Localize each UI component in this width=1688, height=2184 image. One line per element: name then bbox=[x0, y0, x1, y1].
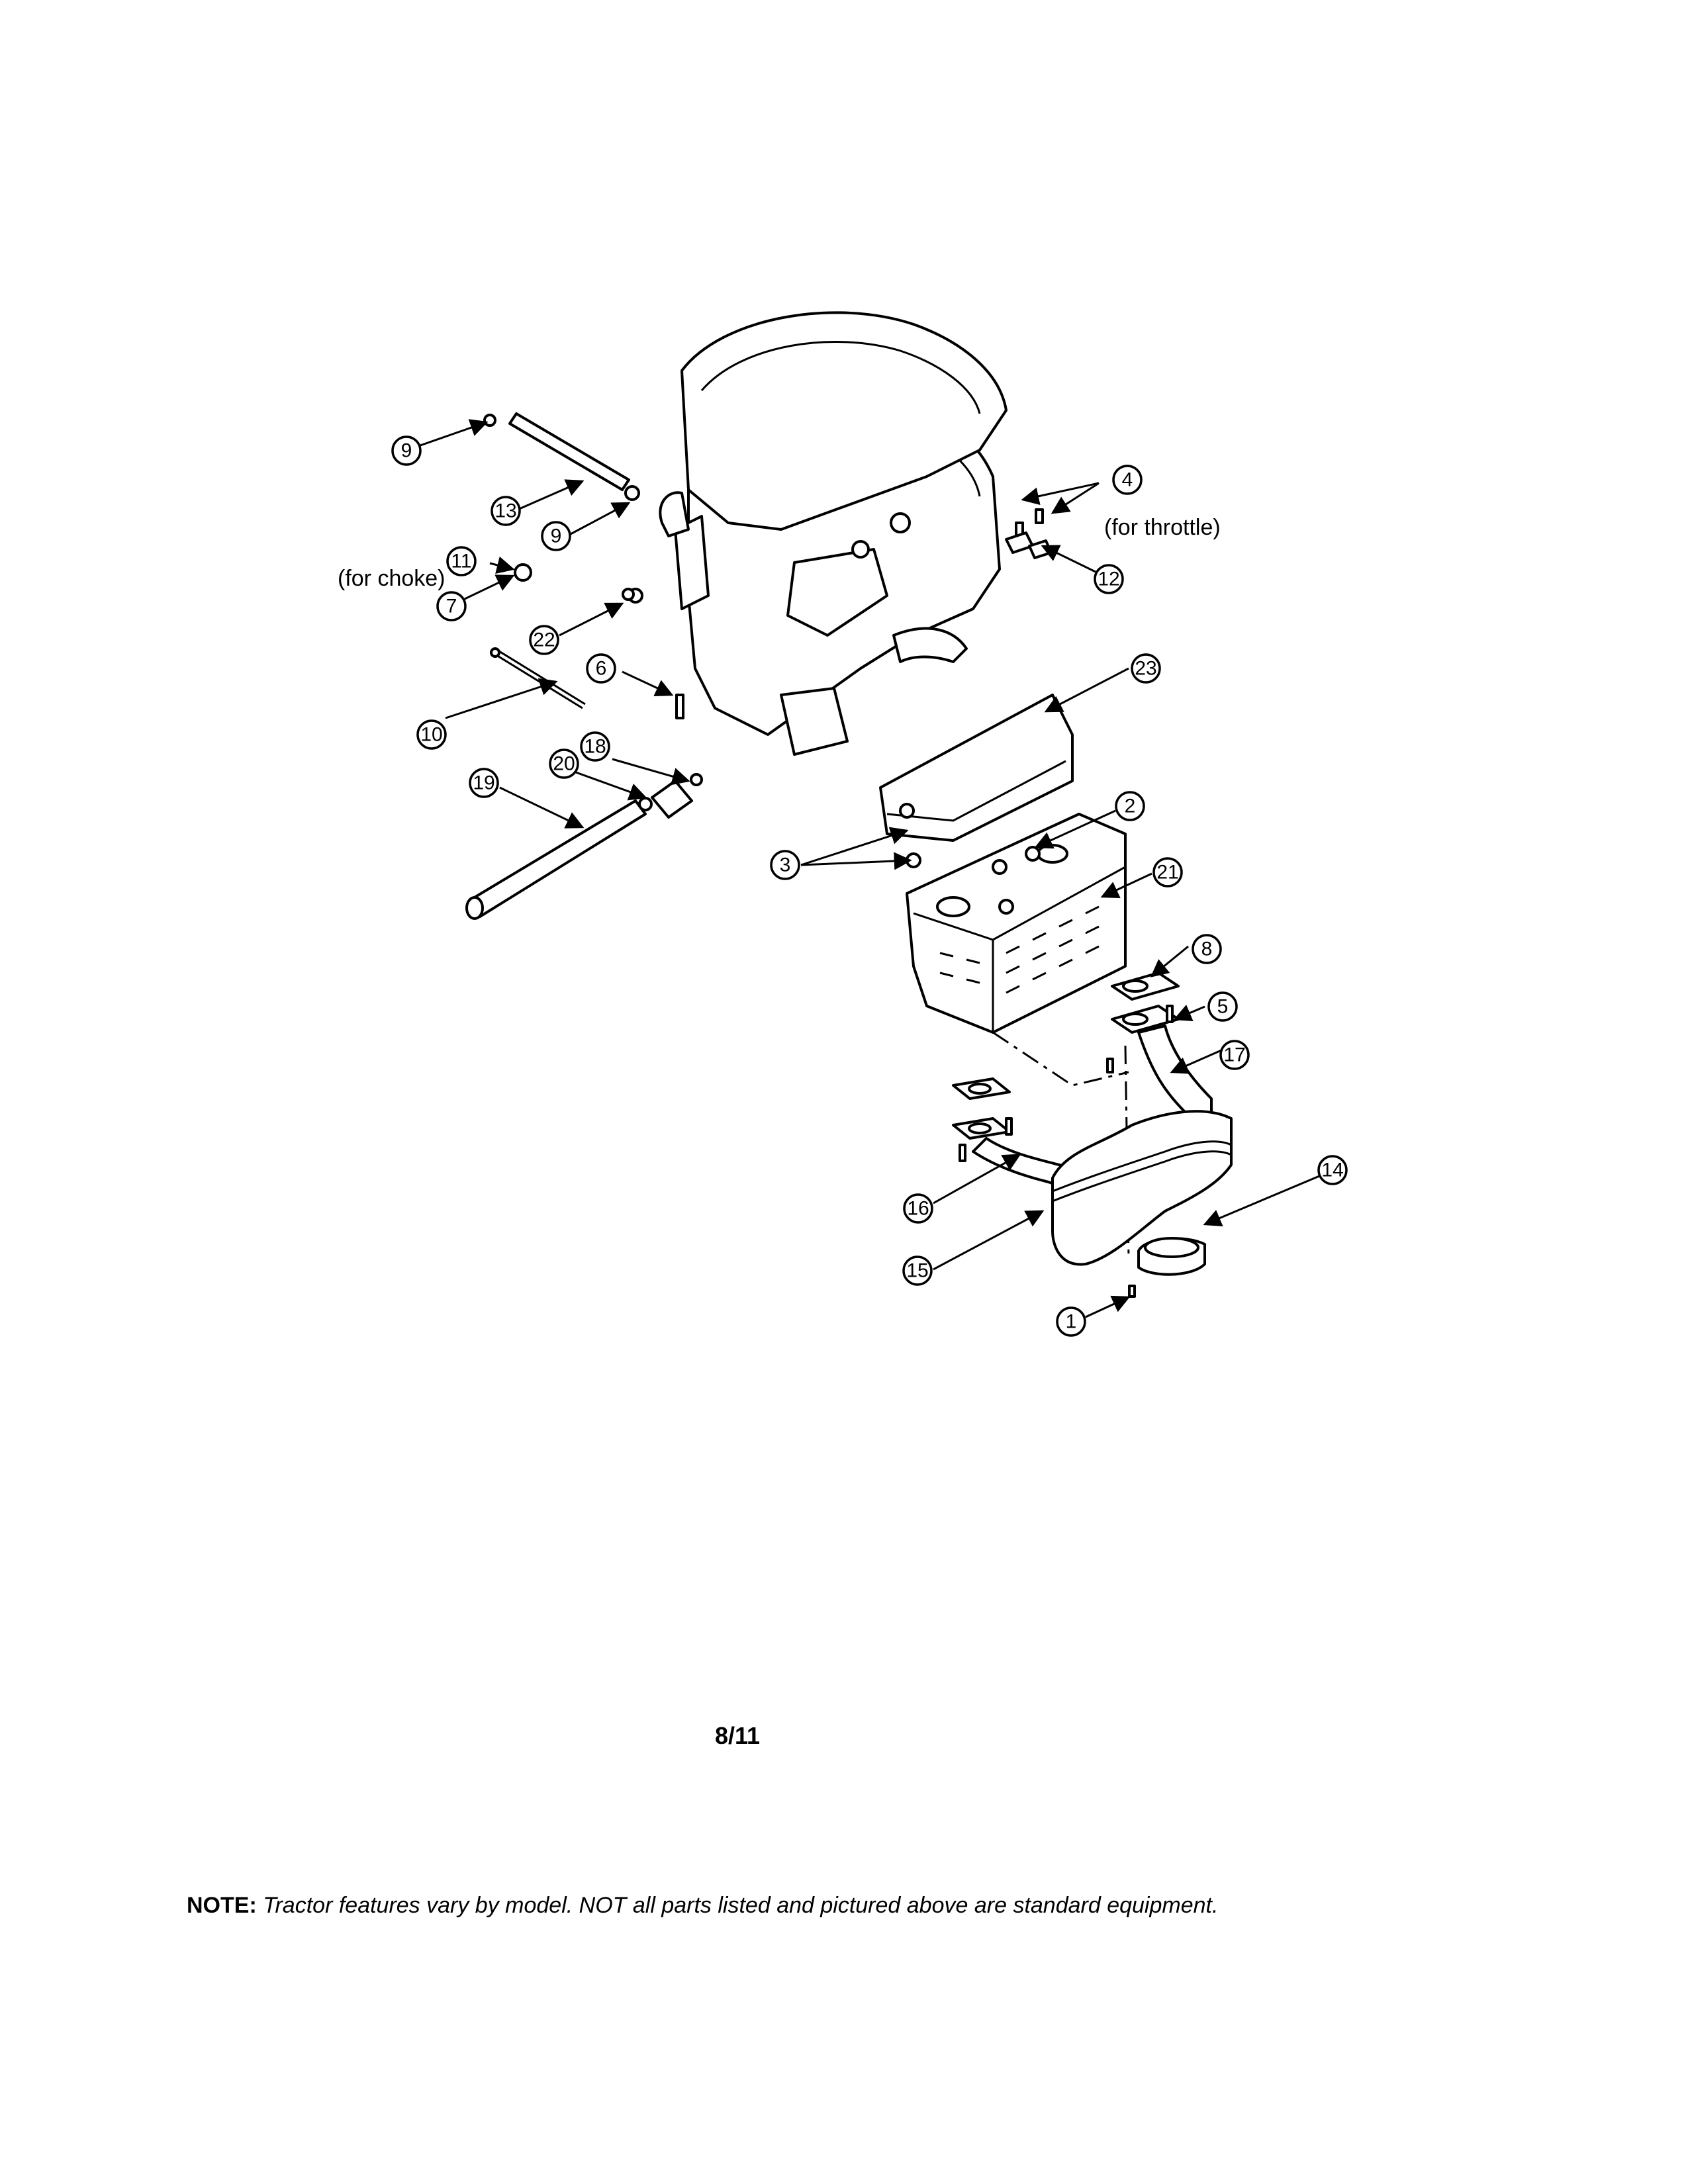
callout-18: 8 bbox=[1192, 934, 1222, 964]
callout-3: 9 bbox=[541, 521, 571, 551]
svg-text:14: 14 bbox=[1321, 1160, 1343, 1181]
callout-12: 4 bbox=[1112, 465, 1143, 495]
footnote: NOTE: Tractor features vary by model. NO… bbox=[187, 1893, 1218, 1919]
svg-text:13: 13 bbox=[494, 500, 516, 522]
svg-text:19: 19 bbox=[473, 772, 494, 794]
svg-text:20: 20 bbox=[553, 753, 575, 775]
svg-text:1: 1 bbox=[1066, 1311, 1077, 1333]
muffler-guard bbox=[906, 813, 1127, 1034]
nut bbox=[622, 588, 635, 601]
choke-clip bbox=[514, 563, 532, 582]
svg-text:7: 7 bbox=[446, 596, 457, 617]
engine bbox=[628, 311, 1008, 756]
svg-text:18: 18 bbox=[584, 736, 606, 758]
svg-text:5: 5 bbox=[1217, 996, 1229, 1018]
screw-5 bbox=[1166, 1005, 1174, 1023]
callout-7: 6 bbox=[586, 653, 616, 684]
svg-text:2: 2 bbox=[1125, 796, 1136, 817]
fuel-filter bbox=[638, 773, 703, 819]
fuel-hose-top bbox=[483, 412, 640, 501]
for-throttle-label: (for throttle) bbox=[1104, 515, 1221, 540]
callout-1: 9 bbox=[391, 435, 422, 466]
callout-8: 10 bbox=[416, 719, 447, 750]
assembly-line bbox=[992, 1031, 1129, 1087]
callout-9: 18 bbox=[580, 731, 610, 762]
svg-text:9: 9 bbox=[551, 525, 562, 547]
callout-14: 23 bbox=[1131, 653, 1161, 684]
screw bbox=[675, 694, 684, 719]
screw-left bbox=[1005, 1117, 1013, 1136]
callout-11: 19 bbox=[469, 768, 499, 798]
callout-22: 14 bbox=[1317, 1155, 1348, 1185]
spark-arrestor bbox=[1128, 1237, 1206, 1298]
svg-text:17: 17 bbox=[1223, 1044, 1245, 1066]
callout-13: 12 bbox=[1094, 564, 1124, 594]
callout-6: 22 bbox=[529, 625, 559, 655]
svg-text:8: 8 bbox=[1201, 938, 1213, 960]
svg-text:6: 6 bbox=[596, 658, 607, 680]
callout-23: 15 bbox=[902, 1255, 933, 1286]
callout-19: 5 bbox=[1207, 991, 1238, 1022]
callout-24: 1 bbox=[1056, 1306, 1086, 1337]
fuel-hose-bottom bbox=[465, 799, 647, 920]
page-number: 8/11 bbox=[715, 1722, 761, 1749]
svg-text:11: 11 bbox=[451, 551, 471, 572]
svg-text:12: 12 bbox=[1098, 569, 1119, 590]
svg-text:15: 15 bbox=[906, 1260, 928, 1282]
svg-text:9: 9 bbox=[401, 440, 412, 462]
callout-15: 2 bbox=[1115, 791, 1145, 821]
callout-21: 16 bbox=[903, 1193, 933, 1224]
heat-shield bbox=[879, 694, 1074, 868]
svg-text:10: 10 bbox=[420, 724, 442, 746]
muffler bbox=[1051, 1110, 1233, 1266]
for-choke-label: (for choke) bbox=[338, 566, 445, 591]
svg-text:23: 23 bbox=[1135, 658, 1156, 680]
screw-left-2 bbox=[959, 1144, 966, 1162]
svg-text:4: 4 bbox=[1122, 469, 1133, 491]
svg-text:16: 16 bbox=[907, 1198, 929, 1220]
gasket bbox=[1111, 972, 1180, 1001]
throttle-clamp bbox=[1005, 508, 1053, 559]
note-label: NOTE: bbox=[187, 1893, 257, 1918]
stud bbox=[1106, 1058, 1114, 1073]
svg-text:22: 22 bbox=[533, 629, 555, 651]
leader-lines bbox=[420, 419, 1328, 1318]
callout-4: 11 bbox=[446, 546, 477, 576]
callout-5: 7 bbox=[436, 591, 467, 621]
callout-17: 21 bbox=[1152, 857, 1183, 887]
callout-20: 17 bbox=[1219, 1040, 1250, 1070]
callout-10: 20 bbox=[549, 749, 579, 779]
callout-2: 13 bbox=[491, 496, 521, 526]
callout-16: 3 bbox=[770, 850, 800, 880]
note-text: Tractor features vary by model. NOT all … bbox=[263, 1893, 1219, 1918]
svg-text:21: 21 bbox=[1156, 862, 1178, 884]
svg-text:3: 3 bbox=[780, 854, 791, 876]
